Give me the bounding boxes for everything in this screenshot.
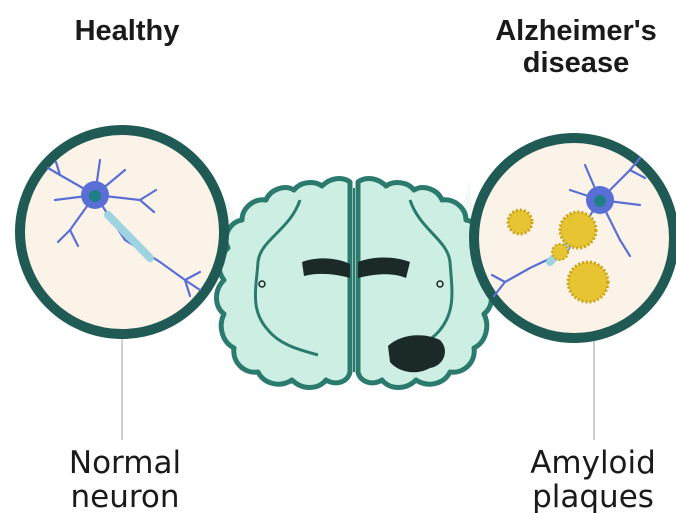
healthy-label: Healthy <box>52 15 202 47</box>
normal-caption-line2: neuron <box>40 480 210 513</box>
alzheimers-label-line2: disease <box>466 47 676 79</box>
plaque-icon <box>560 212 596 248</box>
normal-caption-line1: Normal <box>40 446 210 480</box>
amyloid-caption-line2: plaques <box>498 480 676 513</box>
alzheimers-label-line1: Alzheimer's <box>466 15 676 47</box>
healthy-title: Healthy <box>52 15 202 47</box>
neuron-nucleus <box>89 190 101 202</box>
diseased-neuron-nucleus <box>594 195 606 207</box>
normal-neuron-caption: Normal neuron <box>40 446 210 513</box>
alzheimers-title: Alzheimer's disease <box>466 15 676 79</box>
plaque-icon <box>568 262 608 302</box>
healthy-magnifier <box>20 130 224 334</box>
amyloid-plaques-caption: Amyloid plaques <box>498 446 676 513</box>
left-hemisphere <box>217 179 351 388</box>
amyloid-caption-line1: Amyloid <box>498 446 676 480</box>
brain-cross-section-icon <box>217 179 492 388</box>
alzheimers-magnifier <box>474 138 674 338</box>
plaque-icon <box>552 244 568 260</box>
plaque-icon <box>508 210 532 234</box>
